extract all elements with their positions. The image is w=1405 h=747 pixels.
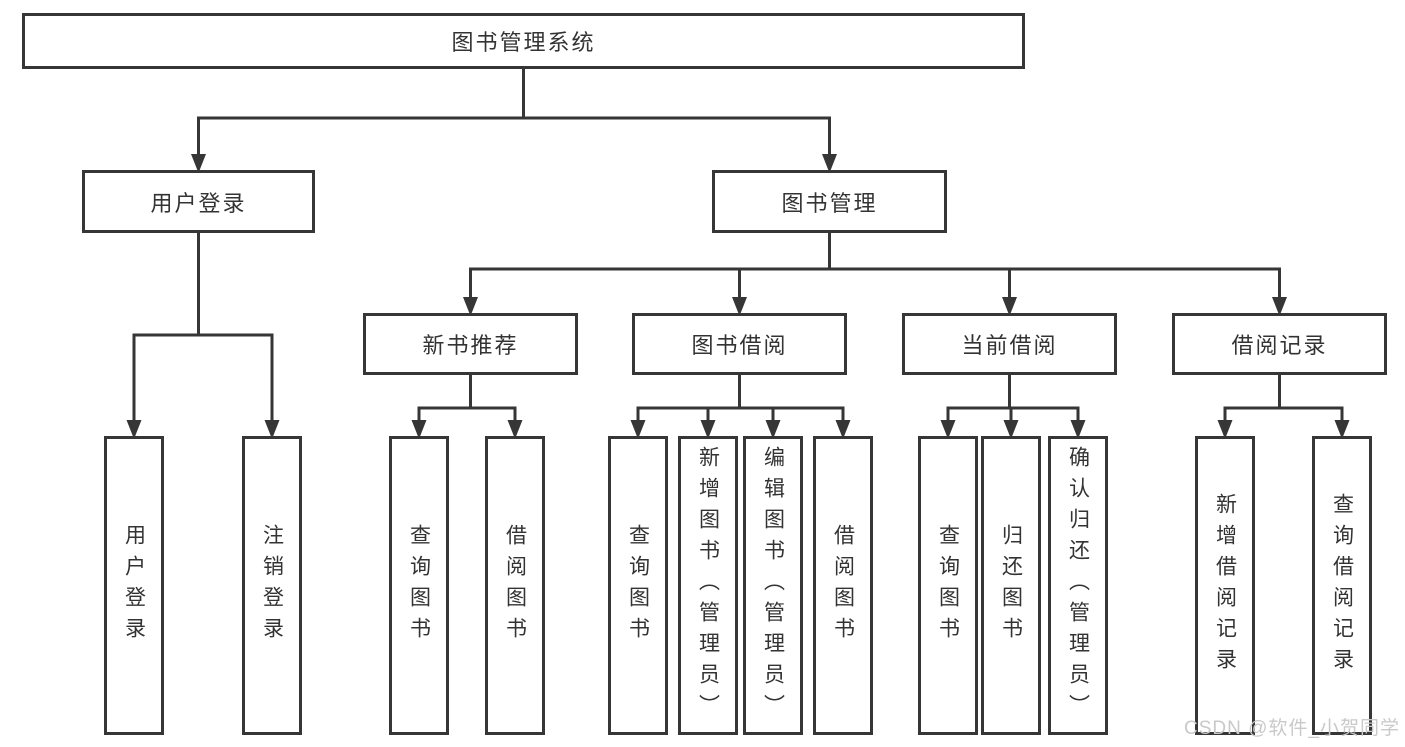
- node-bb-edit: 编辑图书（管理员）: [743, 436, 803, 735]
- node-nbr-query: 查询图书: [389, 436, 449, 735]
- watermark: CSDN @软件_小贺同学: [1184, 718, 1400, 739]
- node-bb-add: 新增图书（管理员）: [678, 436, 738, 735]
- node-label: 借阅图书: [503, 523, 527, 648]
- arrowhead-icon: [732, 297, 747, 316]
- node-login: 用户登录: [104, 436, 164, 735]
- node-br-query: 查询借阅记录: [1312, 436, 1372, 735]
- node-label: 确认归还（管理员）: [1066, 446, 1090, 725]
- arrowhead-icon: [1272, 297, 1287, 316]
- node-label: 用户登录: [122, 523, 146, 648]
- node-label: 当前借阅: [961, 333, 1058, 358]
- node-new-book-rec: 新书推荐: [363, 313, 578, 375]
- node-cb-return: 归还图书: [981, 436, 1041, 735]
- arrowhead-icon: [765, 420, 781, 439]
- node-borrow-records: 借阅记录: [1172, 313, 1387, 375]
- node-label: 归还图书: [999, 523, 1023, 648]
- arrowhead-icon: [1003, 420, 1019, 439]
- node-book-mgmt: 图书管理: [712, 170, 947, 233]
- node-label: 借阅图书: [831, 523, 855, 648]
- node-bb-query: 查询图书: [608, 436, 668, 735]
- node-current-borrow: 当前借阅: [902, 313, 1117, 375]
- node-label: 借阅记录: [1231, 333, 1328, 358]
- node-label: 编辑图书（管理员）: [761, 446, 785, 725]
- arrowhead-icon: [1070, 420, 1086, 439]
- node-logout: 注销登录: [242, 436, 302, 735]
- node-label: 图书管理: [781, 190, 878, 216]
- node-cb-confirm: 确认归还（管理员）: [1048, 436, 1108, 735]
- arrowhead-icon: [940, 420, 956, 439]
- arrowhead-icon: [264, 420, 280, 439]
- node-book-borrow: 图书借阅: [632, 313, 847, 375]
- arrowhead-icon: [822, 154, 837, 173]
- node-label: 查询图书: [936, 523, 960, 648]
- node-cb-query: 查询图书: [918, 436, 978, 735]
- node-label: 用户登录: [150, 190, 247, 216]
- arrowhead-icon: [463, 297, 478, 316]
- node-label: 新书推荐: [422, 333, 519, 358]
- arrowhead-icon: [1217, 420, 1233, 439]
- node-label: 新增借阅记录: [1213, 492, 1237, 679]
- node-label: 图书借阅: [691, 333, 788, 358]
- arrowhead-icon: [507, 420, 523, 439]
- node-br-add: 新增借阅记录: [1195, 436, 1255, 735]
- arrowhead-icon: [630, 420, 646, 439]
- arrowhead-icon: [1334, 420, 1350, 439]
- node-label: 查询图书: [407, 523, 431, 648]
- node-nbr-borrow: 借阅图书: [485, 436, 545, 735]
- arrowhead-icon: [1002, 297, 1017, 316]
- node-label: 图书管理系统: [451, 30, 596, 55]
- node-label: 注销登录: [260, 523, 284, 648]
- arrowhead-icon: [700, 420, 716, 439]
- node-root: 图书管理系统: [22, 13, 1025, 69]
- node-label: 查询借阅记录: [1330, 492, 1354, 679]
- node-label: 查询图书: [626, 523, 650, 648]
- arrowhead-icon: [191, 154, 206, 173]
- node-label: 新增图书（管理员）: [696, 446, 720, 725]
- node-user-login: 用户登录: [82, 170, 315, 233]
- arrowhead-icon: [411, 420, 427, 439]
- node-bb-borrow: 借阅图书: [813, 436, 873, 735]
- arrowhead-icon: [126, 420, 142, 439]
- arrowhead-icon: [835, 420, 851, 439]
